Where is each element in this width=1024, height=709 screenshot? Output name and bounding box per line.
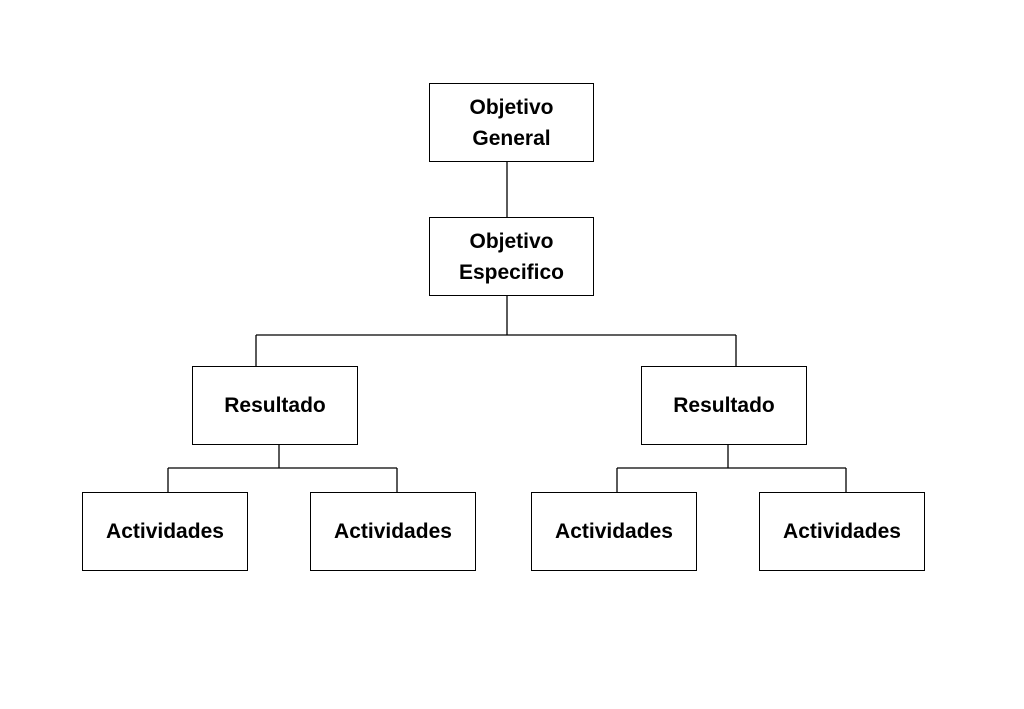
result-label-right: Resultado — [673, 394, 775, 417]
activity-label-4: Actividades — [783, 520, 901, 543]
activity-label-2: Actividades — [334, 520, 452, 543]
general-objective-line2: General — [472, 126, 551, 150]
activity-box-2: Actividades — [310, 492, 476, 571]
specific-objective-line2: Especifico — [458, 260, 565, 284]
result-label-left: Resultado — [224, 394, 326, 417]
result-box-right: Resultado — [641, 366, 807, 445]
activity-box-1: Actividades — [82, 492, 248, 571]
activity-label-1: Actividades — [106, 520, 224, 543]
specific-objective-box: Objetivo Especifico — [429, 217, 594, 296]
activity-box-4: Actividades — [759, 492, 925, 571]
general-objective-line1: Objetivo — [469, 95, 554, 119]
specific-objective-line1: Objetivo — [469, 229, 554, 253]
activity-box-3: Actividades — [531, 492, 697, 571]
activity-label-3: Actividades — [555, 520, 673, 543]
result-box-left: Resultado — [192, 366, 358, 445]
general-objective-box: Objetivo General — [429, 83, 594, 162]
